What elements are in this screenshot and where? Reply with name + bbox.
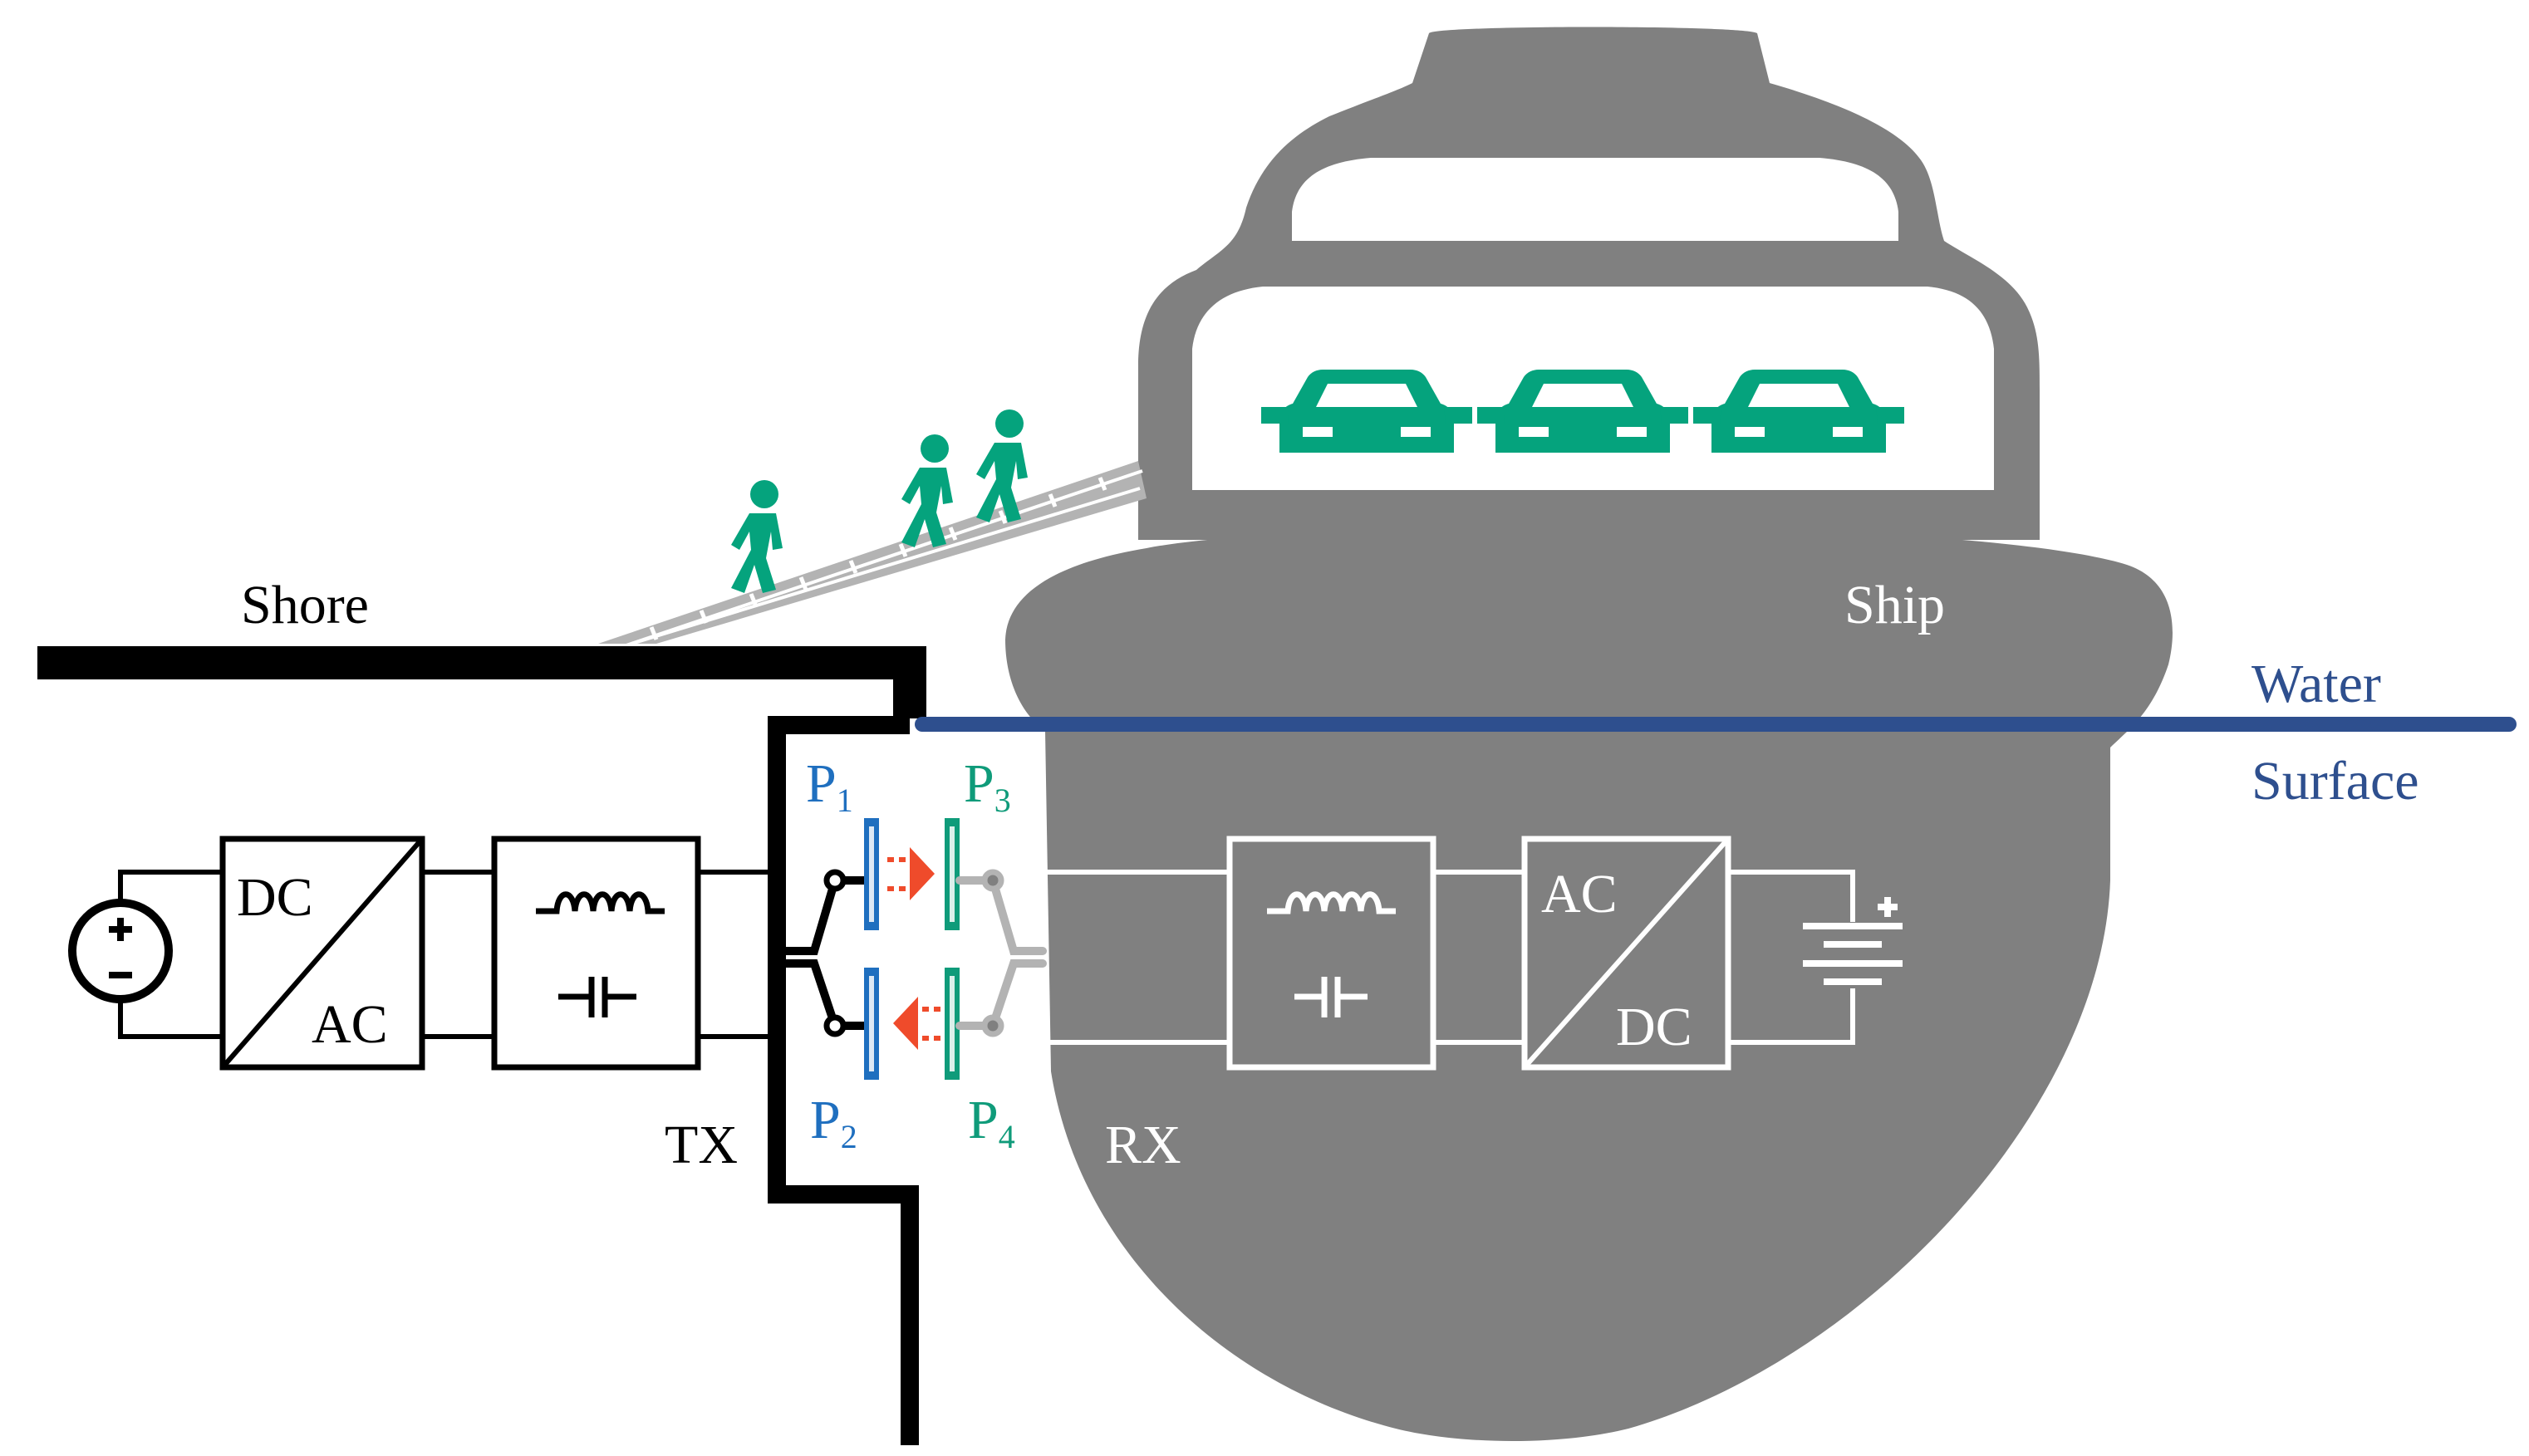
rx-circuit: [1043, 836, 1903, 1071]
wire-rx-out-top: [1728, 870, 1855, 922]
rx-converter-top-label: AC: [1541, 864, 1618, 924]
tx-circuit: [68, 836, 777, 1071]
ship: [1005, 27, 2173, 1441]
tx-converter-bottom-label: AC: [312, 994, 388, 1055]
walking-person-icon: [976, 409, 1028, 522]
shore-label: Shore: [241, 575, 369, 635]
cars: [1261, 370, 1904, 453]
tx-compensation-box: [491, 836, 701, 1071]
shore-wall-recess: [768, 716, 919, 1445]
walking-person-icon: [731, 480, 783, 593]
inductor-icon: [536, 891, 665, 914]
labels: Shore Ship Water Surface TX RX P1 P3 P2 …: [237, 575, 2419, 1175]
battery-icon: [1803, 897, 1903, 985]
rx-compensation-box: [1226, 836, 1436, 1071]
tx-coupler-wiring: [781, 869, 868, 1037]
capacitor-icon: [558, 977, 636, 1017]
wire-source-bottom: [118, 999, 224, 1039]
capacitor-icon: [1294, 977, 1368, 1017]
field-arrows: [887, 847, 940, 1050]
rx-converter-bottom-label: DC: [1616, 997, 1692, 1057]
rx-converter-diagonal: [1522, 837, 1731, 1069]
tx-converter-box: [219, 836, 425, 1071]
tx-converter-top-label: DC: [237, 867, 313, 928]
walking-person-icon: [901, 434, 953, 547]
ship-hull: [1005, 504, 2173, 1441]
p1-label: P1: [806, 753, 853, 819]
source-polarity: [109, 918, 132, 978]
p2-label: P2: [810, 1090, 857, 1155]
car-icon: [1477, 370, 1688, 453]
shore-ground-line: [37, 646, 926, 718]
ship-label: Ship: [1844, 575, 1945, 635]
shore: [37, 646, 926, 1445]
gangway-rung-marks: [649, 477, 1107, 640]
rx-coupler-wiring: [955, 869, 1047, 1037]
rx-converter-box: [1521, 836, 1731, 1071]
water-label-line1: Water: [2252, 654, 2381, 714]
inductor-icon: [1267, 891, 1396, 914]
coupling-plates: [864, 818, 960, 1080]
tx-converter-diagonal: [220, 837, 425, 1069]
car-icon: [1693, 370, 1904, 453]
water-label-line2: Surface: [2252, 751, 2419, 811]
people: [731, 409, 1028, 593]
p3-label: P3: [964, 753, 1011, 819]
wire-rx-out-bottom: [1728, 988, 1855, 1045]
dc-voltage-source-icon: [68, 899, 173, 1003]
car-icon: [1261, 370, 1472, 453]
p4-label: P4: [968, 1090, 1015, 1155]
rx-label: RX: [1105, 1115, 1181, 1175]
ship-bridge-window: [1292, 158, 1898, 241]
wire-source-top: [118, 870, 224, 903]
tx-label: TX: [665, 1115, 738, 1175]
